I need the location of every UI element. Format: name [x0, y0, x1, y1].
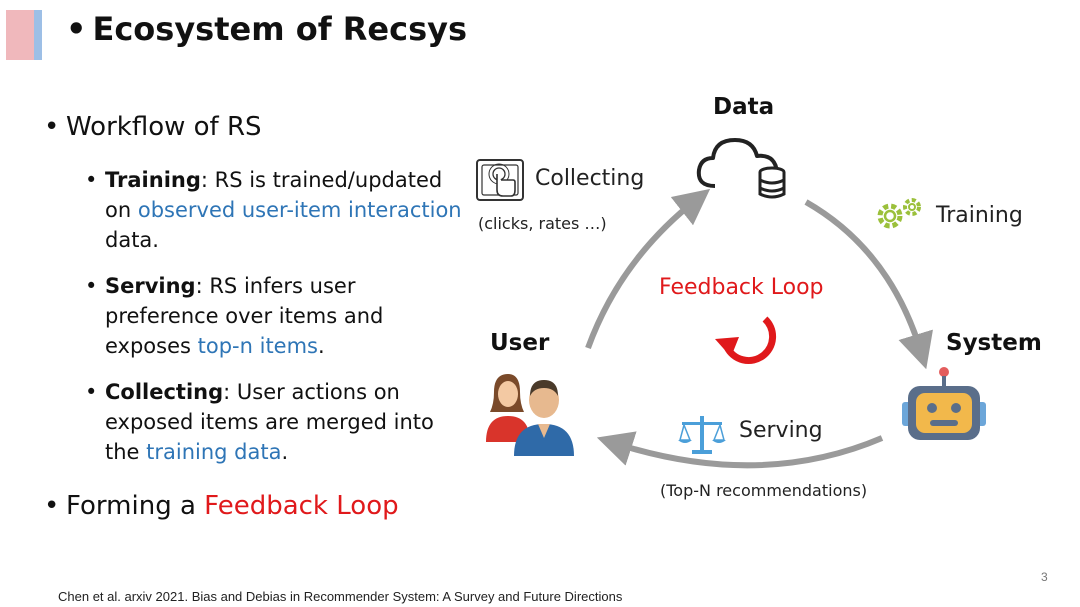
collecting-text2: .	[281, 440, 289, 464]
training-text1: : RS is trained/updated on	[105, 168, 443, 222]
collecting-label: Collecting	[535, 166, 645, 191]
node-data-label: Data	[713, 94, 775, 120]
touch-screen-icon	[476, 159, 524, 201]
training-term: Training	[105, 168, 201, 192]
arrow-system-to-user	[596, 431, 884, 469]
bullet-workflow: •Workflow of RS	[44, 112, 262, 142]
arrow-user-to-data	[585, 188, 711, 350]
title-accent-bar	[6, 10, 42, 60]
serving-term: Serving	[105, 274, 196, 298]
feedback-loop-label: Feedback Loop	[659, 275, 824, 300]
accent-blue	[34, 10, 42, 60]
refresh-loop-icon	[715, 316, 777, 364]
collecting-note: (clicks, rates …)	[478, 214, 607, 233]
bullet-workflow-text: Workflow of RS	[66, 112, 262, 142]
bullet-forming: •Forming a Feedback Loop	[44, 491, 399, 521]
training-text2: data.	[105, 228, 159, 252]
bullet-serving: •Serving: RS infers user preference over…	[85, 274, 384, 358]
bullet-training: •Training: RS is trained/updated on obse…	[85, 168, 462, 252]
arrow-data-to-system	[804, 199, 933, 370]
slide-title: •Ecosystem of Recsys	[66, 10, 468, 48]
scales-icon	[678, 416, 726, 454]
collecting-highlight: training data	[146, 440, 282, 464]
serving-note: (Top-N recommendations)	[660, 481, 868, 500]
training-label: Training	[936, 203, 1023, 228]
serving-label: Serving	[739, 418, 823, 443]
citation: Chen et al. arxiv 2021. Bias and Debias …	[58, 589, 623, 604]
serving-text1: : RS infers user preference over items a…	[105, 274, 384, 358]
robot-icon	[902, 367, 986, 440]
forming-text: Forming a	[66, 491, 205, 521]
bullet-collecting: •Collecting: User actions on exposed ite…	[85, 380, 434, 464]
node-user-label: User	[490, 330, 550, 356]
training-highlight: observed user-item interaction	[137, 198, 462, 222]
gears-icon	[877, 198, 921, 229]
forming-highlight: Feedback Loop	[204, 491, 399, 521]
cloud-database-icon	[696, 138, 786, 199]
collecting-text1: : User actions on exposed items are merg…	[105, 380, 434, 464]
collecting-term: Collecting	[105, 380, 224, 404]
users-icon	[486, 374, 574, 456]
page-number: 3	[1041, 570, 1048, 584]
serving-highlight: top-n items	[197, 334, 319, 358]
serving-text2: .	[318, 334, 325, 358]
node-system-label: System	[946, 330, 1042, 356]
accent-pink	[6, 10, 34, 60]
slide-title-text: Ecosystem of Recsys	[92, 10, 468, 48]
